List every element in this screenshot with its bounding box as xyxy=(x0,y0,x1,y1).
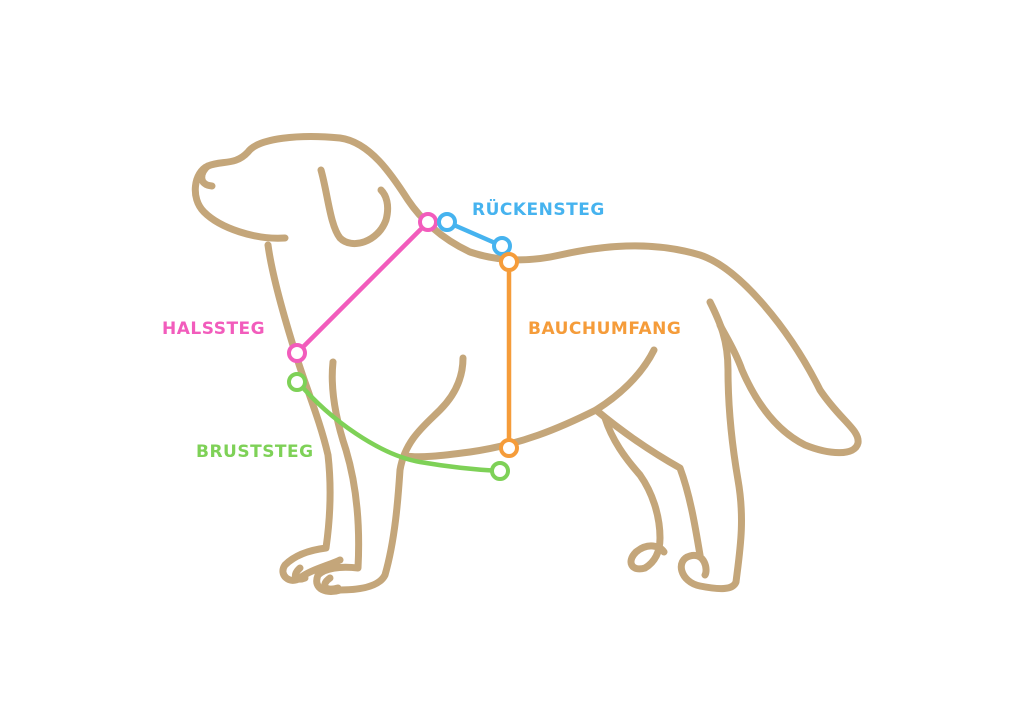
dog-belly-outline xyxy=(401,406,600,461)
measurement-lines xyxy=(295,219,512,474)
rueckensteg-label: RÜCKENSTEG xyxy=(472,198,605,220)
dog-outline xyxy=(191,133,862,595)
rueckensteg-line xyxy=(444,219,505,249)
bauchumfang-point-top xyxy=(499,252,519,272)
dog-nose-outline xyxy=(198,162,216,190)
bauchumfang-label: BAUCHUMFANG xyxy=(528,319,681,339)
dog-front-paw-toe xyxy=(291,564,309,583)
halssteg-line xyxy=(295,219,431,355)
dog-front-paw-toe-2 xyxy=(321,574,342,593)
dog-back-leg-front-outline xyxy=(592,346,704,559)
bruststeg-label: BRUSTSTEG xyxy=(196,442,314,462)
dog-ear-outline xyxy=(317,166,392,248)
rueckensteg-point-back xyxy=(492,236,512,256)
dog-body-top-outline xyxy=(191,133,862,457)
halssteg-label: HALSSTEG xyxy=(162,319,265,339)
halssteg-point-neck xyxy=(418,212,438,232)
dog-front-leg-back-outline xyxy=(313,354,467,595)
measurement-points xyxy=(287,212,519,481)
rueckensteg-point-front xyxy=(437,212,457,232)
bruststeg-point-front xyxy=(287,372,307,392)
bauchumfang-point-bottom xyxy=(499,438,519,458)
dog-back-leg-outline xyxy=(677,298,746,593)
bruststeg-point-back xyxy=(490,461,510,481)
halssteg-point-chest xyxy=(287,343,307,363)
bruststeg-line xyxy=(295,379,503,474)
dog-back-leg-second-outline xyxy=(601,414,668,573)
